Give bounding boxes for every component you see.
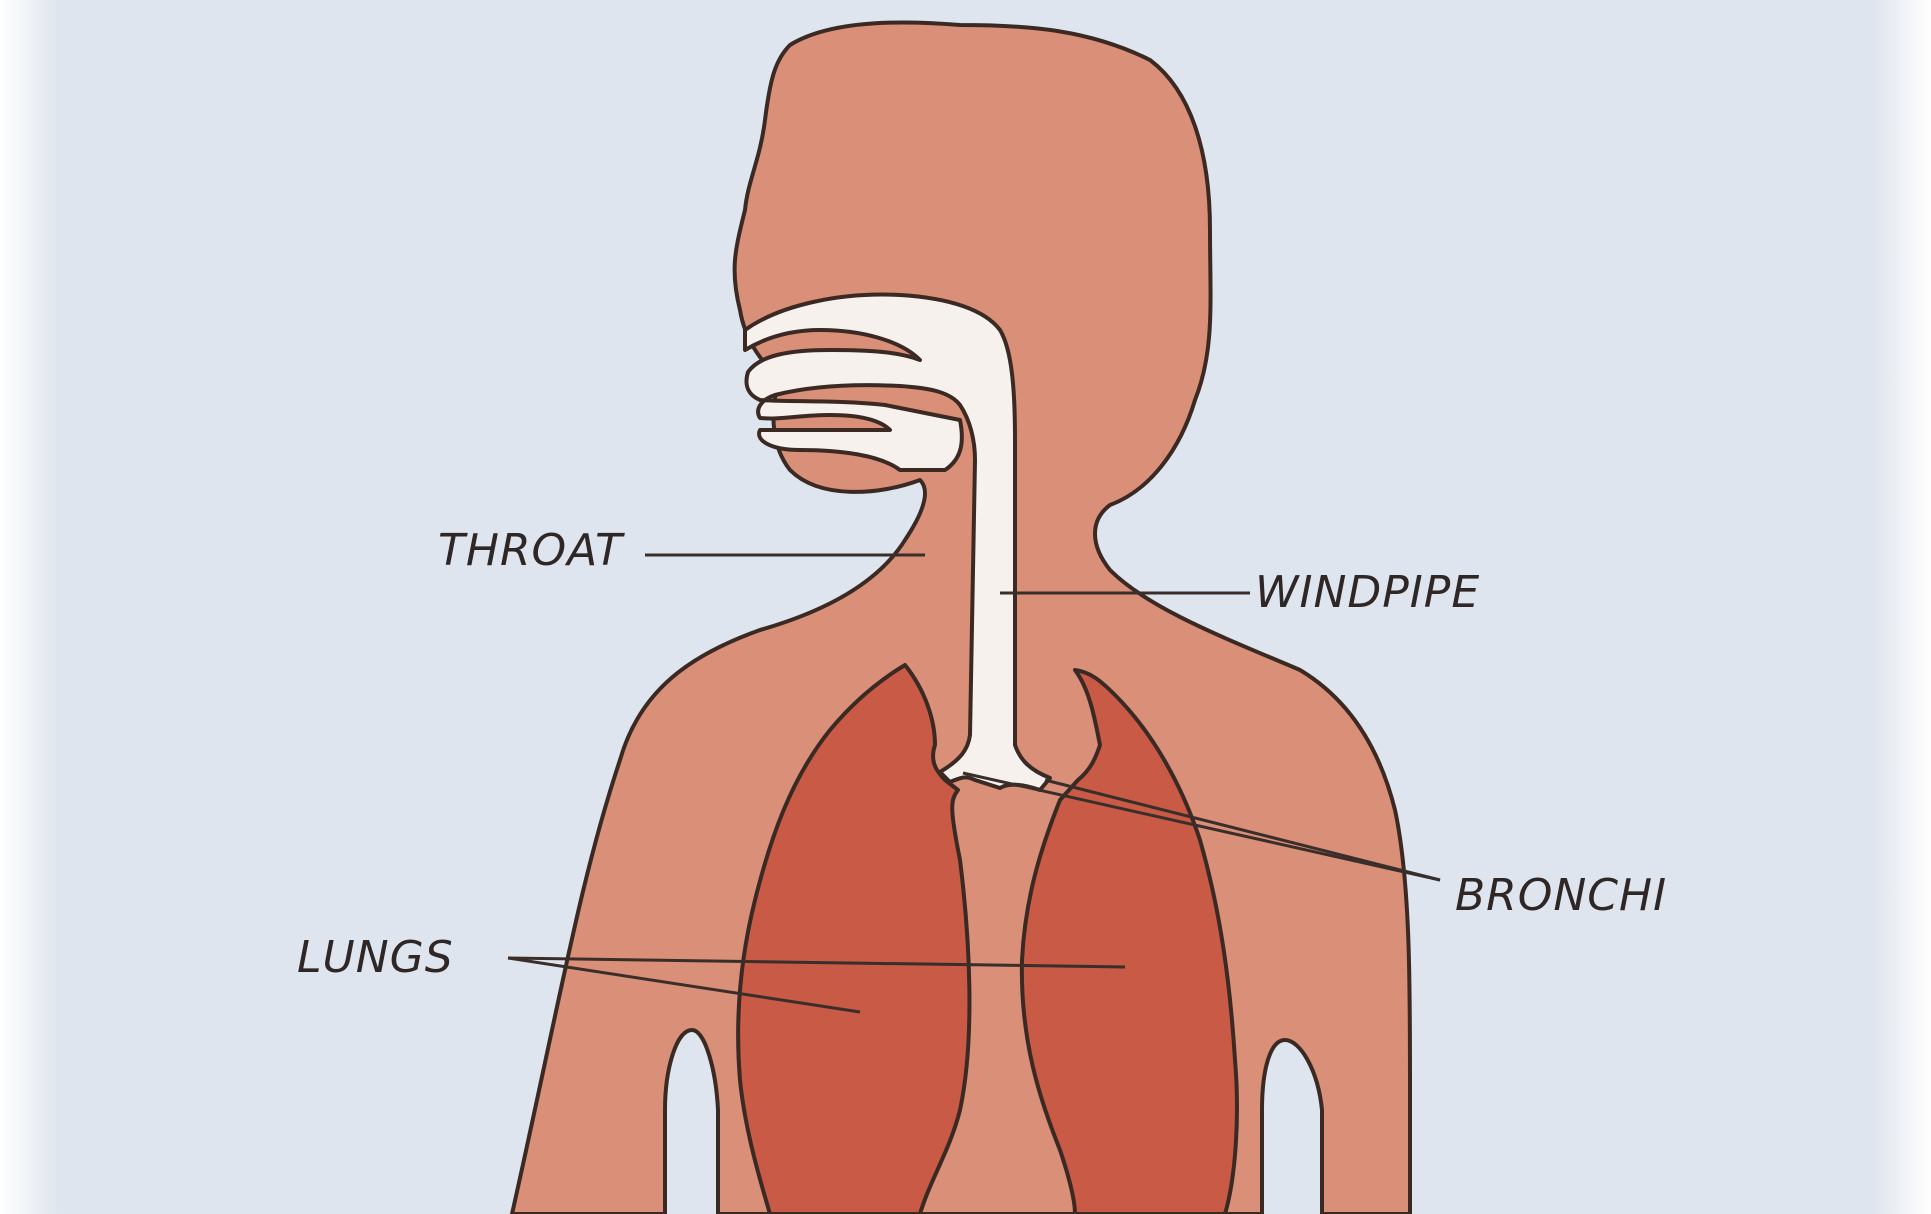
throat-label: THROAT (438, 525, 625, 576)
windpipe-label: WINDPIPE (1255, 567, 1480, 618)
lungs-label: LUNGS (297, 932, 454, 983)
bronchi-label: BRONCHI (1455, 870, 1667, 921)
